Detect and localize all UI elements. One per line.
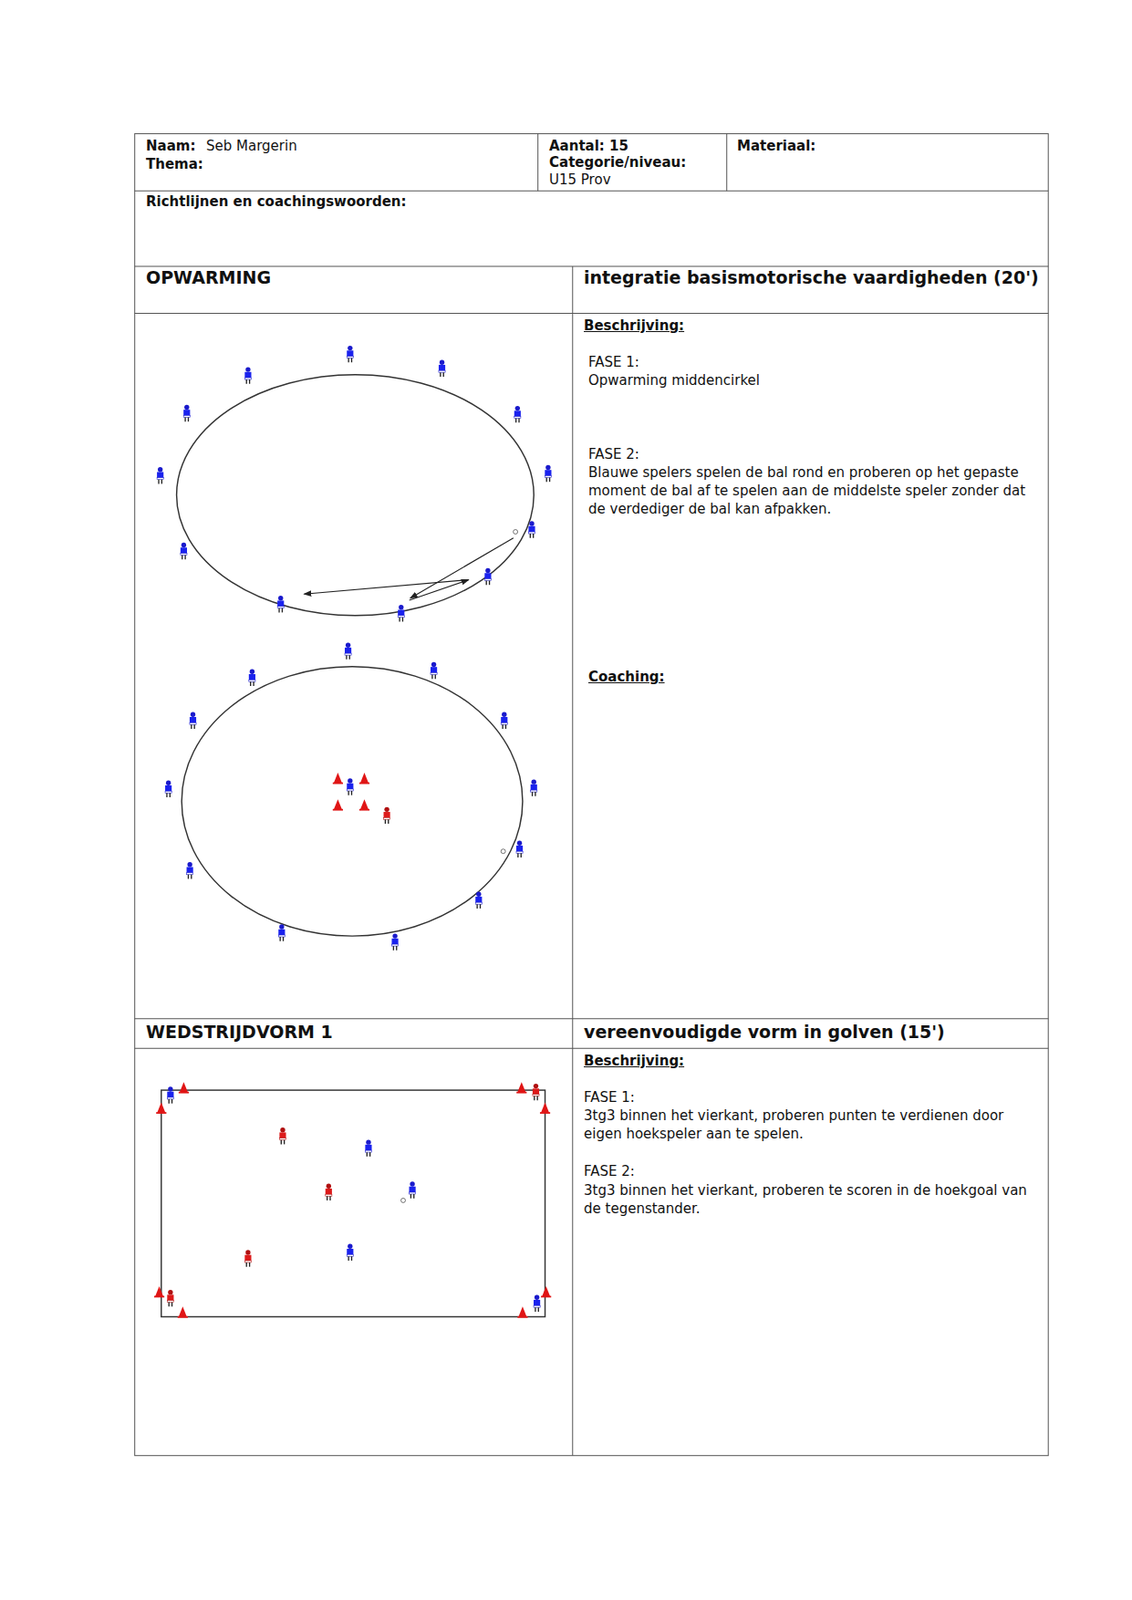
header-cell: Materiaal: <box>726 134 1049 191</box>
label-text: WEDSTRIJDVORM 1 <box>145 1021 333 1042</box>
body-text: 3tg3 binnen het vierkant, proberen punte… <box>583 1106 1036 1143</box>
body-text: 3tg3 binnen het vierkant, proberen te sc… <box>583 1181 1036 1218</box>
guidelines-cell: Richtlijnen en coachingswoorden: <box>135 190 1049 267</box>
body-text: Opwarming middencirkel <box>588 371 760 390</box>
body-text: Blauwe spelers spelen de bal rond en pro… <box>588 463 1036 519</box>
section-title-cell: WEDSTRIJDVORM 1 <box>135 1018 573 1049</box>
header-cell: Aantal: 15Categorie/niveau:U15 Prov <box>538 134 727 191</box>
label-text: integratie basismotorische vaardigheden … <box>583 267 1040 288</box>
header-cell: Naam: Seb MargerinThema: <box>135 134 539 191</box>
body-text: FASE 2: <box>583 1162 635 1181</box>
label-text: Naam: <box>145 136 196 156</box>
body-text: FASE 1: <box>583 1088 635 1107</box>
label-text: vereenvoudigde vorm in golven (15') <box>583 1021 1040 1042</box>
body-text: FASE 1: <box>588 353 640 372</box>
label-text: Aantal: 15 <box>549 136 629 156</box>
label-text: Materiaal: <box>737 136 816 156</box>
label-text: OPWARMING <box>145 267 271 288</box>
label-text: Coaching: <box>588 667 665 686</box>
section-subtitle-cell: integratie basismotorische vaardigheden … <box>572 266 1049 313</box>
label-text: Beschrijving: <box>583 316 685 335</box>
section-subtitle-cell: vereenvoudigde vorm in golven (15') <box>572 1018 1049 1049</box>
body-text: FASE 2: <box>588 445 640 464</box>
body-text: Seb Margerin <box>206 136 298 156</box>
body-text: U15 Prov <box>549 170 612 189</box>
label-text: Categorie/niveau: <box>549 153 686 172</box>
description-cell: Beschrijving: FASE 1:Opwarming middencirk… <box>572 312 1049 1019</box>
label-text: Thema: <box>145 155 204 174</box>
label-text: Richtlijnen en coachingswoorden: <box>145 192 407 211</box>
label-text: Beschrijving: <box>583 1051 685 1070</box>
section-title-cell: OPWARMING <box>135 266 573 313</box>
description-cell: Beschrijving:FASE 1:3tg3 binnen het vier… <box>572 1048 1049 1456</box>
